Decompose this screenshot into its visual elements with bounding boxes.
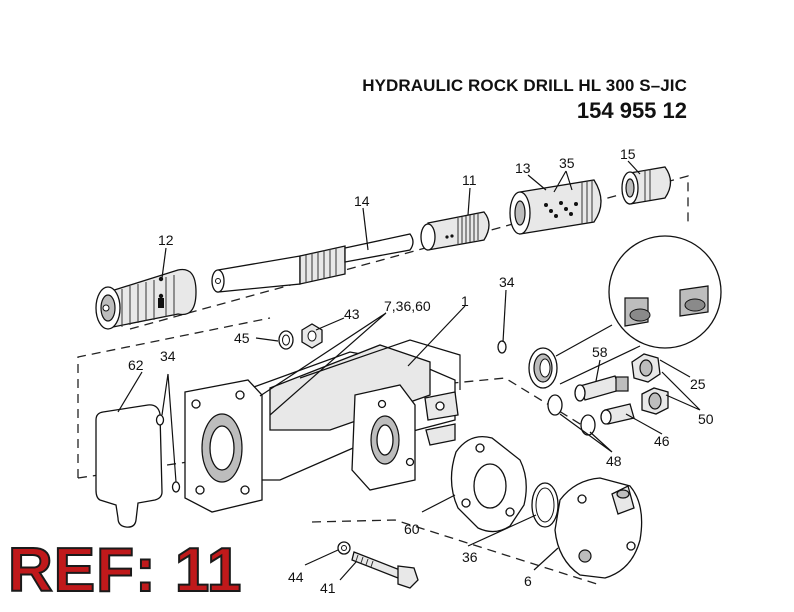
detail-magnifier: [555, 235, 722, 385]
part-12-cylinder: [95, 268, 197, 330]
callout-34-left: 34: [160, 348, 176, 364]
part-36-oring-inner: [535, 487, 555, 523]
callout-14: 14: [354, 193, 370, 209]
part-34-oring-left-a: [155, 414, 165, 426]
part-14-shaft: [211, 233, 414, 293]
callout-44: 44: [288, 569, 304, 585]
part-50-cap-lower: [641, 387, 669, 415]
part-number: 154 955 12: [576, 98, 687, 123]
callout-60: 60: [404, 521, 420, 537]
callout-6: 6: [524, 573, 532, 589]
callout-62: 62: [128, 357, 144, 373]
callout-50: 50: [698, 411, 714, 427]
part-11-cylinder: [420, 211, 490, 251]
part-41-bolt: [351, 551, 419, 589]
part-34-oring-left-b: [171, 481, 181, 493]
callout-7-36-60: 7,36,60: [384, 298, 431, 314]
diagram-title: HYDRAULIC ROCK DRILL HL 300 S–JIC: [362, 76, 687, 95]
callout-11: 11: [462, 172, 477, 188]
part-43-nut-hole: [307, 330, 317, 342]
part-15-bushing: [621, 166, 672, 205]
reference-label: REF: 11: [7, 536, 243, 605]
part-48-oring-b: [580, 414, 596, 436]
part-25-seal: [528, 347, 558, 389]
part-34-oring-upper: [497, 340, 507, 354]
part-44-washer-hole: [341, 545, 347, 551]
callout-48: 48: [606, 453, 622, 469]
callout-36: 36: [462, 549, 478, 565]
part-13-cylinder: [509, 179, 602, 235]
part-6-cover: [554, 477, 643, 579]
callout-46: 46: [654, 433, 670, 449]
callout-43: 43: [344, 306, 360, 322]
callout-12: 12: [158, 232, 174, 248]
part-1-housing: [184, 339, 461, 513]
leader-lines: [117, 160, 701, 581]
callout-58: 58: [592, 344, 608, 360]
part-60-flange: [450, 435, 527, 533]
part-50-cap-upper: [631, 353, 661, 383]
callout-15: 15: [620, 146, 636, 162]
part-45-washer-inner: [282, 334, 290, 346]
part-48-oring-a: [547, 394, 563, 416]
callout-45: 45: [234, 330, 250, 346]
bottom-boundary: [311, 519, 601, 586]
callout-34-upper: 34: [499, 274, 515, 290]
callout-41: 41: [320, 580, 336, 596]
part-58-fitting: [574, 375, 629, 402]
upper-assembly-boundary: [129, 175, 689, 330]
callout-25: 25: [690, 376, 706, 392]
part-46-fitting: [600, 403, 635, 425]
callout-1: 1: [461, 293, 469, 309]
part-62-gasket: [95, 404, 163, 528]
callout-35: 35: [559, 155, 575, 171]
callout-13: 13: [515, 160, 531, 176]
